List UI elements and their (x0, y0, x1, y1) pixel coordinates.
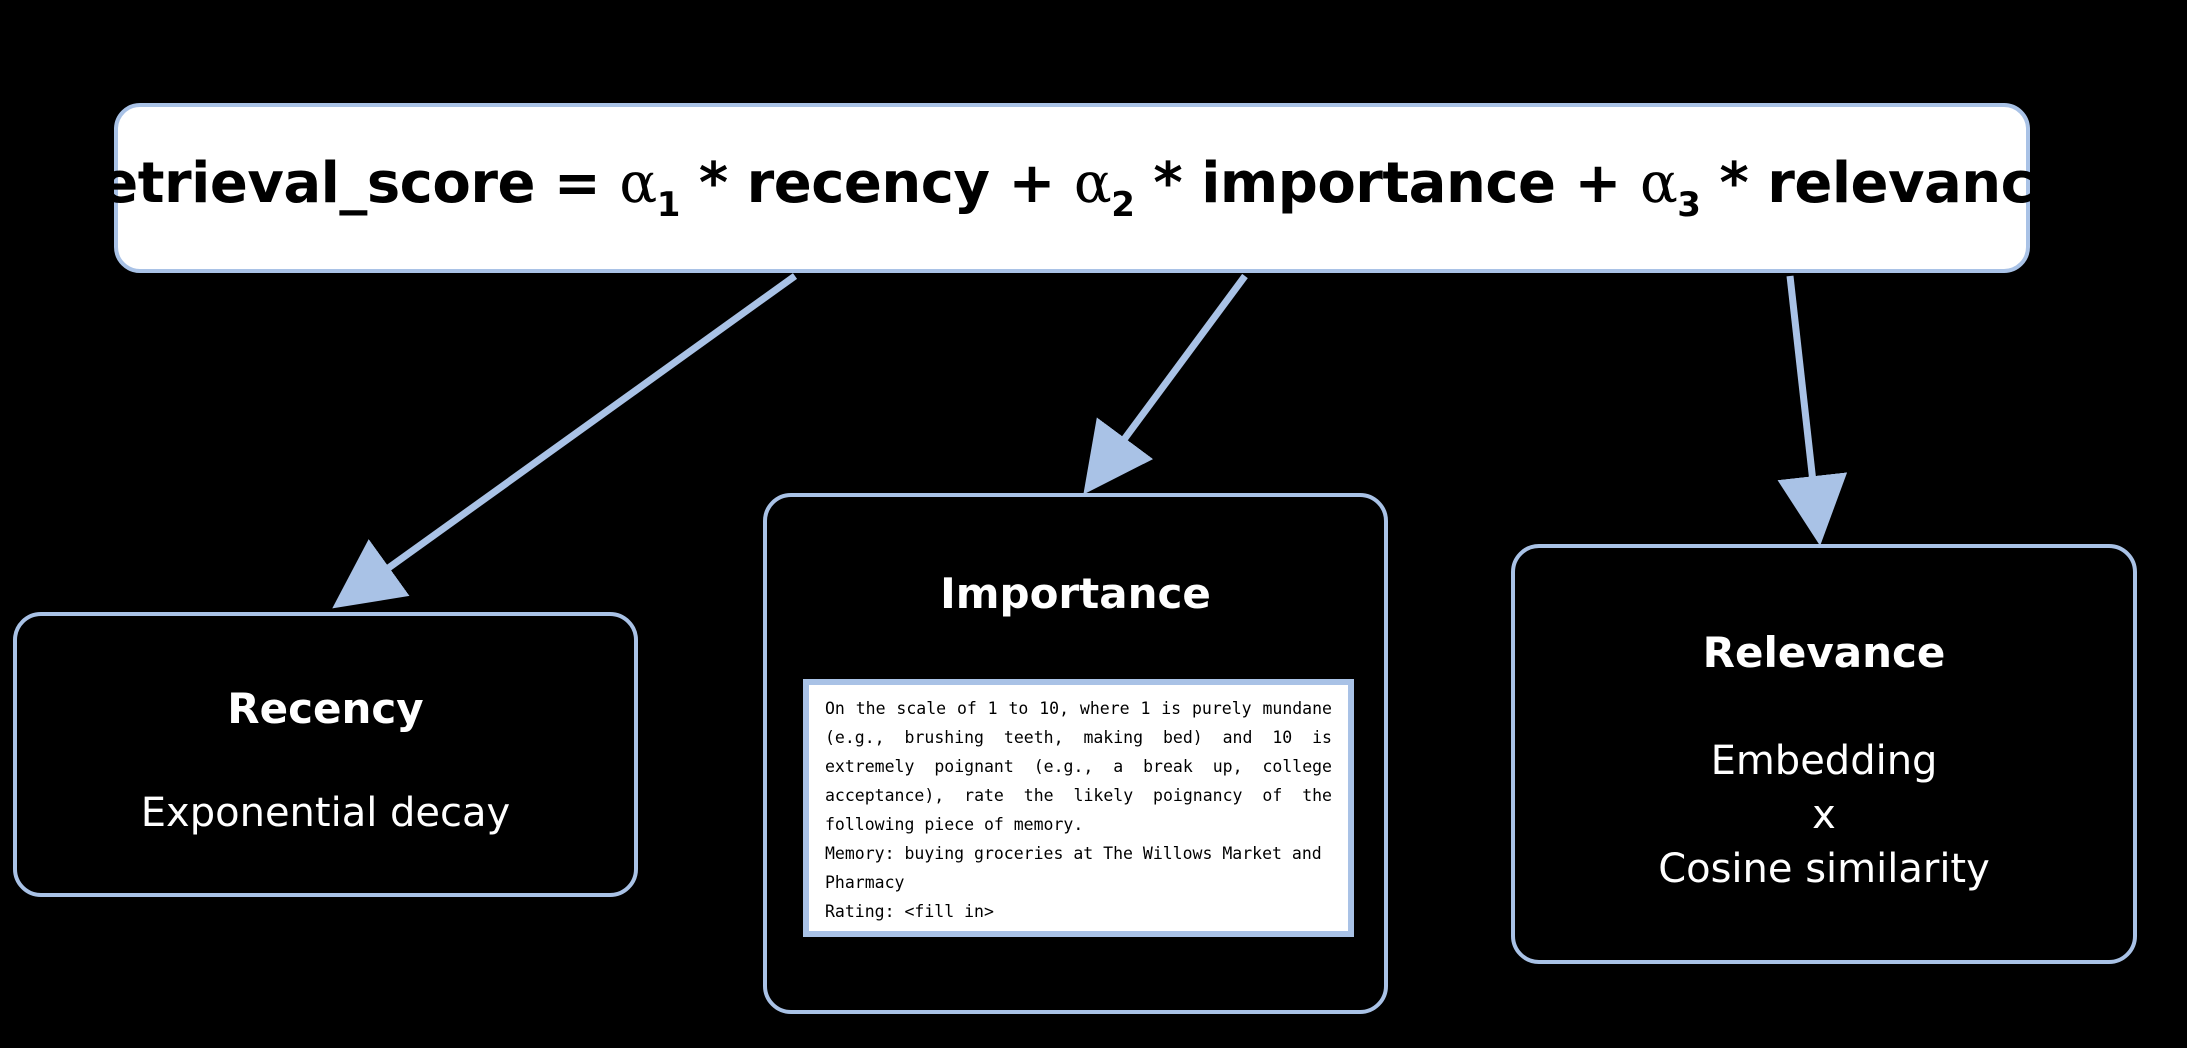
recency-description: Exponential decay (140, 790, 511, 836)
alpha-subscript: 3 (1677, 185, 1701, 225)
relevance-line-embedding: Embedding (1710, 738, 1938, 784)
alpha-symbol: α (1073, 151, 1112, 216)
plus-sign: + (1574, 151, 1622, 216)
relevance-line-cosine: Cosine similarity (1658, 846, 1990, 892)
retrieval-score-formula: retrieval_score = α1 * recency + α2 * im… (73, 151, 2071, 225)
term-relevance: * relevance (1719, 151, 2071, 216)
recency-node: Recency Exponential decay (13, 612, 638, 897)
plus-sign: + (1008, 151, 1055, 216)
importance-memory-line: Memory: buying groceries at The Willows … (825, 844, 1322, 892)
importance-title: Importance (940, 569, 1211, 618)
relevance-description: Embedding x Cosine similarity (1515, 734, 2133, 896)
formula-box: retrieval_score = α1 * recency + α2 * im… (73, 103, 2071, 273)
formula-lhs: retrieval_score = (73, 151, 601, 216)
importance-rating-line: Rating: <fill in> (825, 902, 994, 921)
alpha-subscript: 1 (656, 185, 681, 225)
alpha-symbol: α (1639, 151, 1678, 216)
alpha-symbol: α (619, 151, 657, 216)
importance-prompt-box: On the scale of 1 to 10, where 1 is pure… (803, 679, 1354, 937)
importance-prompt-text: On the scale of 1 to 10, where 1 is pure… (825, 699, 1332, 834)
arrow-to-importance (1083, 273, 1248, 495)
importance-node: Importance On the scale of 1 to 10, wher… (763, 493, 1388, 1014)
alpha-subscript: 2 (1111, 185, 1135, 225)
arrow-to-relevance (1777, 275, 1848, 546)
term-importance: * importance (1153, 151, 1556, 216)
relevance-title: Relevance (1702, 628, 1946, 677)
arrow-to-recency (332, 273, 798, 609)
recency-title: Recency (227, 684, 424, 733)
term-recency: * recency (698, 151, 990, 216)
relevance-node: Relevance Embedding x Cosine similarity (1511, 544, 2137, 964)
relevance-line-times: x (1812, 792, 1836, 838)
